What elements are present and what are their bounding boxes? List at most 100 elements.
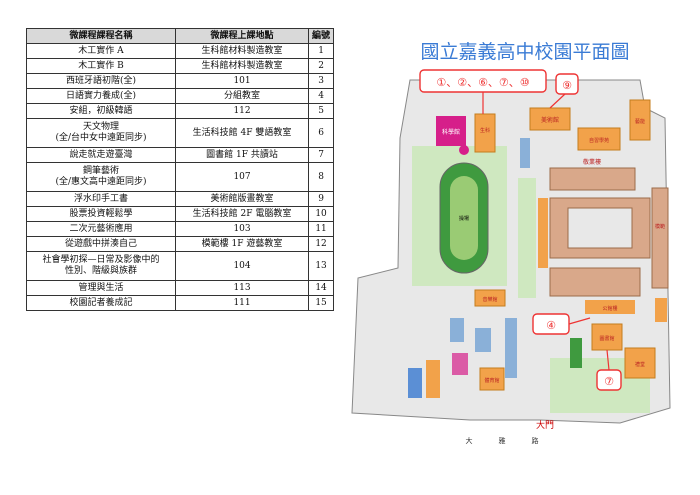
- music-building: [474, 289, 506, 307]
- science-label: 科學館: [442, 128, 460, 136]
- header-number: 編號: [308, 28, 334, 44]
- self-study-label: 自習學苑: [589, 137, 609, 144]
- small-building: [426, 360, 440, 398]
- zhongzheng-label: 敬業樓: [583, 158, 601, 166]
- gym-label: 體育館: [484, 377, 499, 384]
- course-number-cell: 11: [308, 221, 334, 237]
- course-name-cell: 從遊戲中拼湊自己: [26, 236, 176, 252]
- course-number-cell: 8: [308, 162, 334, 192]
- small-building: [520, 138, 530, 168]
- course-name-cell: 二次元藝術應用: [26, 221, 176, 237]
- yixing-label: 藝能: [635, 118, 645, 125]
- course-number-cell: 10: [308, 206, 334, 222]
- campus-map: 國立嘉義高中校園平面圖 操場 科學館 生科 美術館 藝能 自習學苑 敬業樓 模範…: [351, 41, 671, 445]
- course-location-cell: 112: [174, 103, 310, 119]
- callout-b-text: ⑨: [562, 79, 572, 92]
- map-title: 國立嘉義高中校園平面圖: [420, 41, 629, 63]
- header-location: 微課程上課地點: [174, 28, 310, 44]
- course-location-cell: 生科館材料製造教室: [174, 58, 310, 74]
- library-label: 圖書館: [599, 335, 614, 342]
- course-location-cell: 圖書館 1F 共讀站: [174, 147, 310, 163]
- course-location-cell: 生科館材料製造教室: [174, 43, 310, 59]
- course-location-cell: 分組教室: [174, 88, 310, 104]
- course-name-cell: 股票投資輕鬆學: [26, 206, 176, 222]
- callout-a-text: ①、②、⑥、⑦、⑩: [436, 76, 529, 89]
- gym-building: [479, 367, 505, 391]
- course-number-cell: 9: [308, 191, 334, 207]
- small-building: [475, 328, 491, 352]
- life-tech-building: [474, 113, 496, 153]
- model-building: [651, 187, 669, 289]
- road-label: 大雅路: [466, 436, 565, 445]
- course-location-cell: 103: [174, 221, 310, 237]
- small-building: [655, 298, 667, 322]
- life-tech-label: 生科: [480, 127, 490, 134]
- course-location-cell: 生活科技館 2F 電腦教室: [174, 206, 310, 222]
- auditorium-label: 禮堂: [635, 361, 645, 368]
- course-name-cell: 安組，初級韓語: [26, 103, 176, 119]
- callout-b-pointer: [549, 93, 566, 109]
- course-name-cell: 管理與生活: [26, 280, 176, 296]
- course-number-cell: 4: [308, 88, 334, 104]
- course-location-cell: 107: [174, 162, 310, 192]
- callout-d-text: ⑦: [604, 375, 614, 388]
- course-number-cell: 3: [308, 73, 334, 89]
- science-building: [436, 116, 466, 146]
- course-name-cell: 浮水印手工書: [26, 191, 176, 207]
- callout-box-b: [555, 73, 579, 95]
- yixing-building: [629, 99, 651, 141]
- course-name-cell: 校園記者養成記: [26, 295, 176, 311]
- course-name-cell: 天文物理(全/台中女中遠距同步): [26, 118, 176, 148]
- course-name-cell: 說走就走遊臺灣: [26, 147, 176, 163]
- xingzheng-building: [538, 198, 548, 268]
- callout-c-pointer: [568, 317, 591, 325]
- course-location-cell: 生活科技館 4F 雙語教室: [174, 118, 310, 148]
- small-building: [505, 318, 517, 378]
- course-name-cell: 社會學初探—日常及影像中的性別、階級與族群: [26, 251, 176, 281]
- course-name-cell: 日語實力養成(全): [26, 88, 176, 104]
- auditorium-building: [624, 347, 656, 379]
- gongyi-building: [585, 300, 635, 314]
- course-number-cell: 7: [308, 147, 334, 163]
- track-inner: [450, 176, 478, 260]
- self-study-building: [577, 127, 621, 151]
- small-building: [408, 368, 422, 398]
- course-number-cell: 5: [308, 103, 334, 119]
- course-location-cell: 111: [174, 295, 310, 311]
- table-header-row: 微課程課程名稱 微課程上課地點 編號: [26, 28, 334, 44]
- course-name-cell: 西班牙語初階(全): [26, 73, 176, 89]
- course-number-cell: 6: [308, 118, 334, 148]
- track-label: 操場: [459, 215, 469, 222]
- music-label: 音樂館: [482, 296, 497, 303]
- fountain: [459, 145, 469, 155]
- course-number-cell: 2: [308, 58, 334, 74]
- callout-d-pointer: [606, 349, 610, 371]
- small-building: [570, 338, 582, 368]
- course-name-cell: 木工實作 A: [26, 43, 176, 59]
- course-name-cell: 木工實作 B: [26, 58, 176, 74]
- course-location-cell: 模範樓 1F 遊藝教室: [174, 236, 310, 252]
- small-building: [450, 318, 464, 342]
- header-course-name: 微課程課程名稱: [26, 28, 176, 44]
- gongyi-label: 公館樓: [602, 305, 617, 312]
- course-location-cell: 104: [174, 251, 310, 281]
- small-building: [452, 353, 468, 375]
- zhongzheng-building: [549, 167, 636, 191]
- course-name-cell: 鋼筆藝術(全/惠文高中遠距同步): [26, 162, 176, 192]
- course-location-cell: 113: [174, 280, 310, 296]
- gate-label: 大門: [536, 419, 554, 431]
- course-number-cell: 1: [308, 43, 334, 59]
- course-location-cell: 101: [174, 73, 310, 89]
